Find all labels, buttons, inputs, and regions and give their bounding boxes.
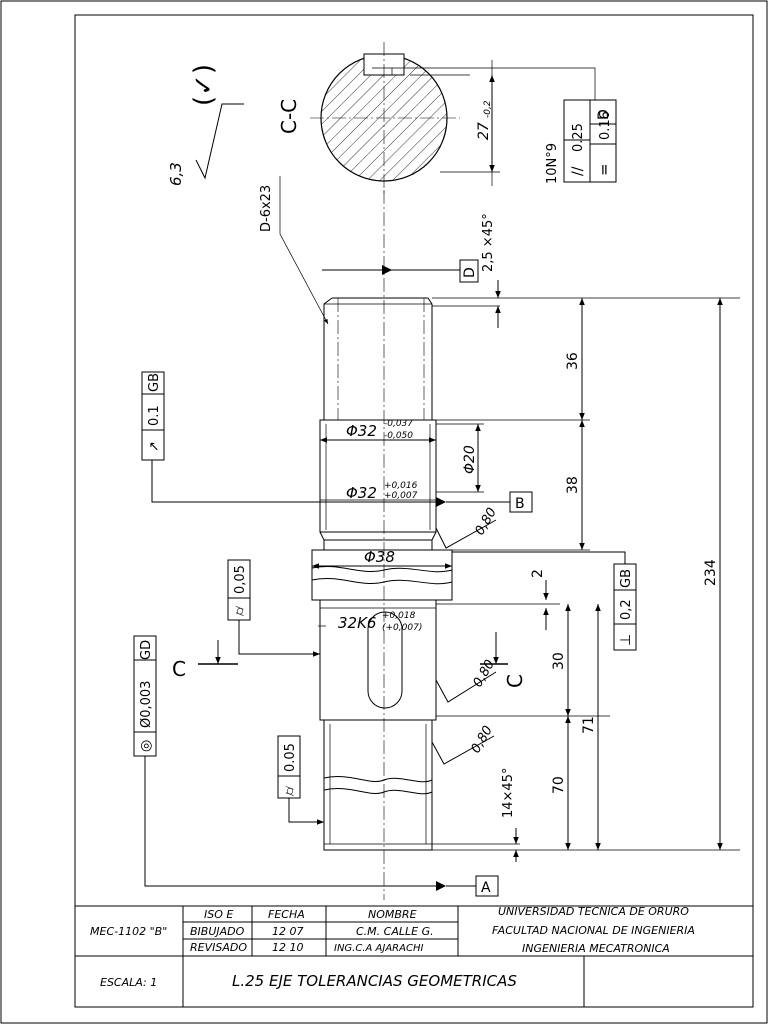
phi32-upper-tol-low: -0,050 <box>384 431 413 441</box>
conc-value: Ø0,003 <box>139 681 154 728</box>
parallel-datum: D <box>596 109 612 120</box>
scale-label: ESCALA: 1 <box>100 976 157 989</box>
section-mark-right: C <box>503 674 527 688</box>
iso-label: ISO E <box>204 908 233 921</box>
runout-fcf: ↗ 0.1 GB <box>141 371 165 461</box>
drawing-code: MEC-1102 "B" <box>90 925 167 938</box>
parallel-value: 0.25 <box>571 123 586 152</box>
roughness-value: 6,3 <box>167 162 185 186</box>
cyl1-symbol: ⌭ <box>232 606 248 616</box>
runout-symbol: ↗ <box>147 441 162 452</box>
perp-datum: GB <box>619 569 634 588</box>
phi32-upper-tol-up: -0,037 <box>384 419 413 429</box>
dibujado-nombre: C.M. CALLE G. <box>356 925 434 938</box>
general-finish-symbol: (✓) <box>189 64 219 106</box>
conc-datum: GD <box>139 640 154 660</box>
shaft-body <box>311 190 453 900</box>
dim-234: 234 <box>703 559 719 586</box>
dim-70: 70 <box>551 776 567 794</box>
top-chamfer: 2,5 ×45° <box>481 213 496 272</box>
phi38-label: Φ38 <box>364 548 395 566</box>
perpendicularity-fcf: ⊥ 0,2 GB <box>452 551 637 651</box>
k6-label: 32K6 <box>338 614 376 632</box>
datum-a-label: A <box>481 880 491 896</box>
phi32-lower-tol-low: +0,007 <box>384 491 418 501</box>
nombre-header: NOMBRE <box>368 908 417 921</box>
keyway-depth-tol: -0,2 <box>483 100 493 118</box>
roughness-mark-3-value: 0,80 <box>468 723 495 756</box>
datum-d-label: D <box>462 267 478 278</box>
dim-2: 2 <box>530 569 546 578</box>
phi32-lower-label: Φ32 <box>346 484 377 502</box>
drawing-title: L.25 EJE TOLERANCIAS GEOMETRICAS <box>232 972 517 990</box>
spline-label: D-6x23 <box>259 185 274 232</box>
dibujado-fecha: 12 07 <box>272 925 304 938</box>
keyway-depth: 27 <box>476 122 492 140</box>
phi32-upper-label: Φ32 <box>346 422 377 440</box>
dim-30: 30 <box>551 652 567 670</box>
revisado-nombre: ING.C.A AJARACHI <box>334 943 423 954</box>
surface-finish-symbol: 6,3 (✓) <box>167 64 244 186</box>
cyl2-symbol: ⌭ <box>282 786 298 796</box>
datum-b-label: B <box>515 496 525 512</box>
phi32-lower-tol-up: +0,016 <box>384 481 418 491</box>
cyl2-value: 0.05 <box>283 743 298 772</box>
bottom-chamfer: 14×45° <box>501 768 516 818</box>
revisado-fecha: 12 10 <box>272 941 304 954</box>
roughness-mark-3: 0,80 <box>431 723 496 765</box>
roughness-mark-1: 0,80 <box>435 505 500 549</box>
university-line-3: INGENIERIA MECATRONICA <box>522 942 670 955</box>
dibujado-label: BIBUJADO <box>190 925 245 938</box>
dim-71: 71 <box>581 716 597 734</box>
university-line-1: UNIVERSIDAD TECNICA DE ORURO <box>498 905 689 918</box>
conc-symbol: ◎ <box>138 740 154 752</box>
parallel-symbol: // <box>570 166 586 176</box>
section-label: C-C <box>277 99 301 134</box>
dim-38: 38 <box>565 476 581 494</box>
k6-tol-low: (+0,007) <box>382 623 422 633</box>
cylindricity-fcf-1: ⌭ 0,05 <box>227 559 320 657</box>
perp-value: 0,2 <box>619 599 634 620</box>
runout-datum: GB <box>147 373 162 392</box>
section-fcf: // 0.25 D = 0.16 <box>563 99 617 183</box>
phi20-label: Φ20 <box>462 445 478 474</box>
roughness-mark-1-value: 0,80 <box>472 505 499 538</box>
revisado-label: REVISADO <box>190 941 247 954</box>
runout-value: 0.1 <box>147 405 162 426</box>
inner-frame <box>74 14 754 1008</box>
key-label: 10N°9 <box>545 143 560 184</box>
concentricity-fcf: ◎ Ø0,003 GD <box>133 635 324 887</box>
cyl1-value: 0,05 <box>233 565 248 594</box>
cylindricity-fcf-2: ⌭ 0.05 <box>277 735 324 825</box>
title-block <box>75 905 753 1007</box>
symmetry-value: 0.16 <box>598 111 613 140</box>
dim-36: 36 <box>565 352 581 370</box>
dimension-lines <box>432 280 740 862</box>
university-line-2: FACULTAD NACIONAL DE INGENIERIA <box>492 924 695 937</box>
perp-symbol: ⊥ <box>618 634 634 646</box>
fecha-header: FECHA <box>268 908 305 921</box>
section-mark-left: C <box>172 657 186 681</box>
k6-tol-up: +0,018 <box>382 611 416 621</box>
symmetry-symbol: = <box>595 163 613 176</box>
section-c-c: C-C 27 -0,2 // 0.25 D = 0.16 10N°9 <box>277 42 617 196</box>
